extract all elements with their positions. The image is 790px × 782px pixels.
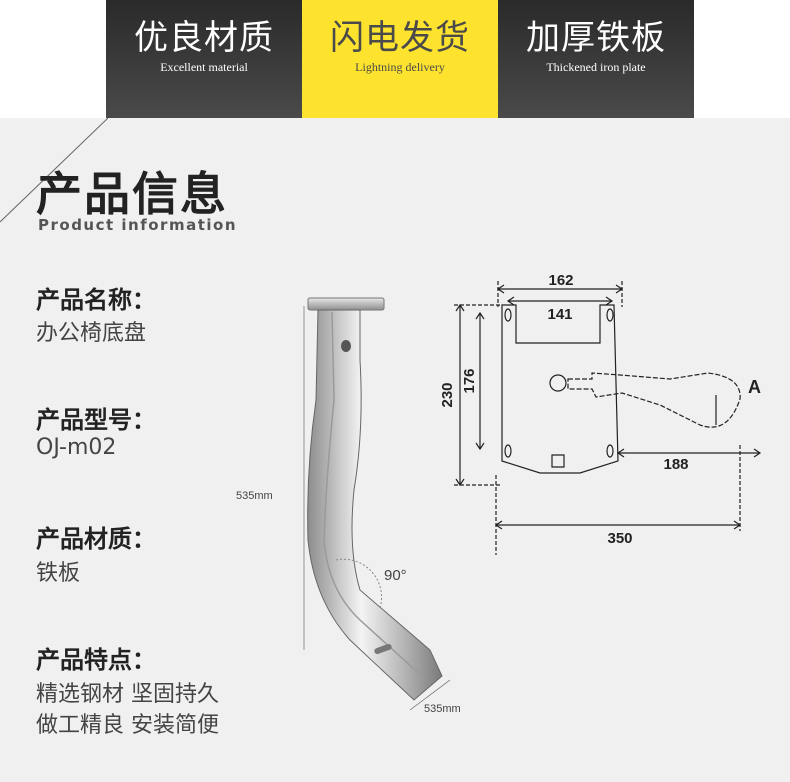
tab-excellent-material: 优良材质 Excellent material [106,0,302,118]
product-features-label: 产品特点： [36,646,156,674]
product-model-label: 产品型号： [36,406,156,434]
dim-350: 350 [607,530,632,547]
bracket-height-label: 535mm [236,490,273,502]
dim-188: 188 [663,456,688,473]
product-material-label: 产品材质： [36,525,156,553]
marker-a: A [748,377,761,397]
decorative-diagonal-line [0,117,109,223]
bracket-angle-label: 90° [384,567,407,584]
tab-subtitle: Thickened iron plate [546,60,646,74]
product-name-label: 产品名称： [36,286,156,314]
bracket-length-label: 535mm [424,703,461,715]
product-features-line-1: 精选钢材 坚固持久 [36,682,219,707]
product-name-value: 办公椅底盘 [36,321,147,346]
tab-subtitle: Excellent material [160,60,248,74]
product-features-line-2: 做工精良 安装简便 [36,713,219,738]
section-title: 产品信息 [36,167,228,221]
tab-thickened-iron-plate: 加厚铁板 Thickened iron plate [498,0,694,118]
dim-230: 230 [439,382,456,407]
dim-162: 162 [548,272,573,289]
tab-title: 闪电发货 [330,18,470,58]
tab-subtitle: Lightning delivery [355,60,445,74]
dim-141: 141 [547,306,572,323]
technical-drawing: 162 141 230 176 188 350 A [439,272,762,555]
product-model-value: OJ-m02 [36,435,117,460]
bracket-illustration [303,297,451,711]
tab-title: 加厚铁板 [526,18,666,58]
tab-lightning-delivery: 闪电发货 Lightning delivery [302,0,498,118]
product-material-value: 铁板 [36,561,81,586]
dim-176: 176 [461,368,478,393]
section-subtitle: Product information [38,216,237,234]
tab-title: 优良材质 [134,18,274,58]
